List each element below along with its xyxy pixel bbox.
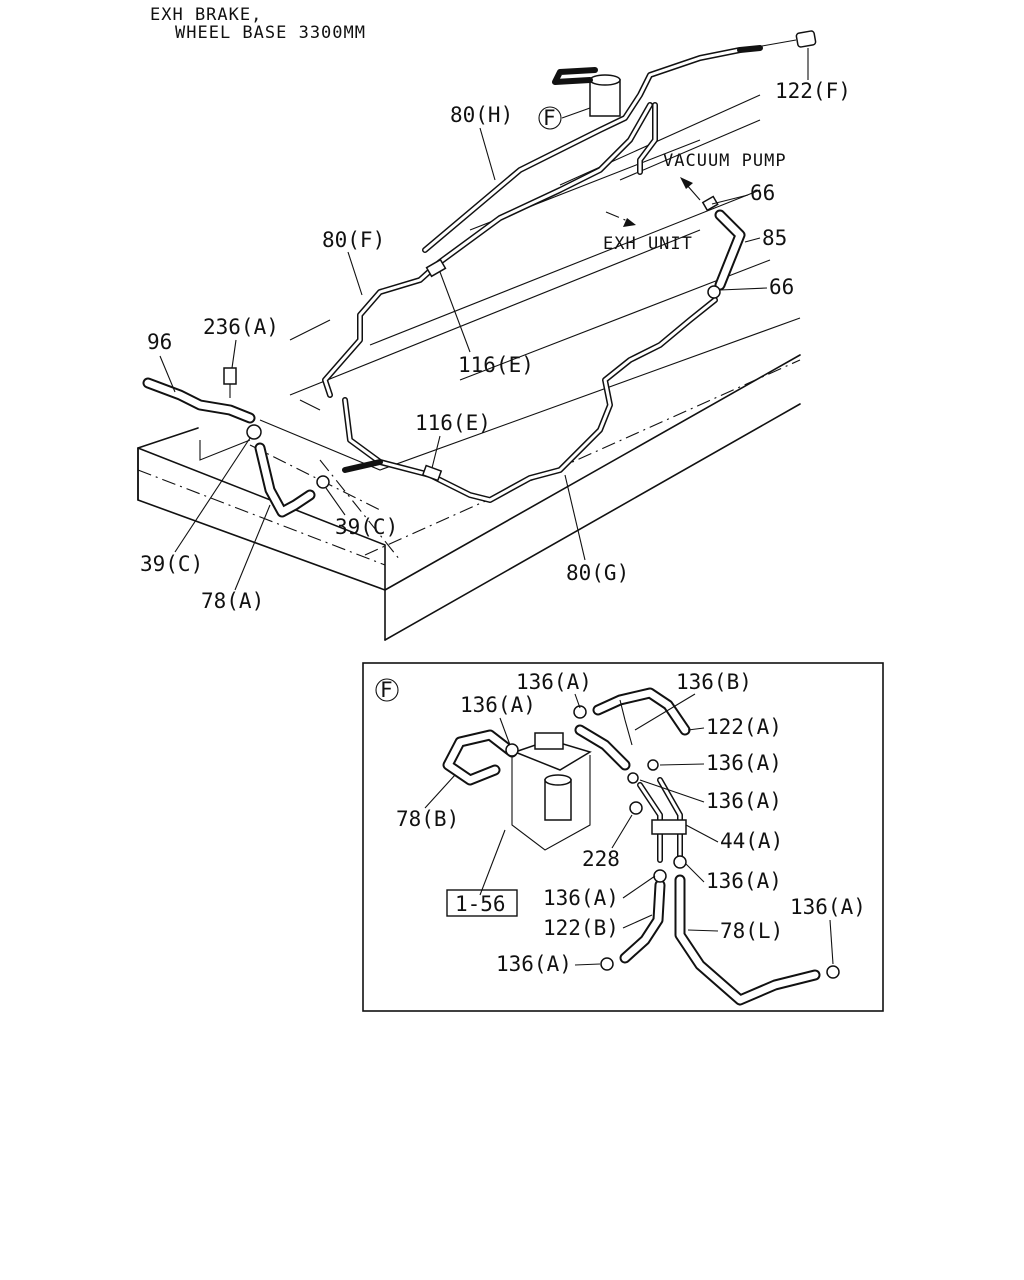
clamp-66-b [707, 285, 721, 299]
leader-80h [479, 127, 496, 181]
label-vacuum-pump: VACUUM PUMP [663, 151, 787, 171]
leader-85 [744, 237, 761, 243]
washer-228 [629, 801, 643, 815]
clamp-136a-5 [673, 855, 687, 869]
detail-label-136b: 136(B) [676, 670, 752, 694]
label-122f: 122(F) [775, 79, 851, 103]
svg-text:F: F [543, 106, 556, 130]
detail-label-136a-right: 136(A) [706, 789, 782, 813]
detail-label-122a: 122(A) [706, 715, 782, 739]
detail-callout-f: F [380, 678, 393, 702]
detail-label-136a-mid: 136(A) [706, 751, 782, 775]
leader-66-b [719, 287, 768, 291]
leader-116e-b [431, 435, 441, 469]
header-line-2: WHEEL BASE 3300MM [175, 23, 366, 43]
clamp-136a-8 [826, 965, 840, 979]
label-80g: 80(G) [566, 561, 629, 585]
hose-122a [574, 687, 691, 771]
hose-122f [761, 30, 817, 48]
label-exh-unit: EXH UNIT [603, 234, 693, 254]
callout-f-upper: F [538, 106, 591, 130]
joint-116e-a [425, 258, 447, 278]
label-39c-right: 39(C) [335, 515, 398, 539]
leader-236a [231, 339, 237, 369]
detail-label-136a-top: 136(A) [516, 670, 592, 694]
tank-upper [552, 67, 621, 117]
hose-78a [254, 442, 316, 518]
bracket-136b [619, 699, 633, 746]
detail-label-122b: 122(B) [543, 916, 619, 940]
clamp-136a-7 [600, 957, 614, 971]
label-80h: 80(H) [450, 103, 513, 127]
leader-80g [564, 474, 586, 561]
joint-116e-b [421, 464, 443, 482]
leader-80f [347, 251, 363, 296]
clamp-136a-6 [653, 869, 667, 883]
clamp-39c-b [316, 475, 330, 489]
tank-1-56: 1-56 [446, 732, 592, 917]
label-66-b: 66 [769, 275, 794, 299]
header-line-1: EXH BRAKE, [150, 5, 262, 25]
clamp-136a-3 [647, 759, 659, 771]
detail-label-136a-left: 136(A) [460, 693, 536, 717]
leader-78a [234, 504, 271, 591]
detail-label-136a-bottom: 136(A) [496, 952, 572, 976]
label-236a: 236(A) [203, 315, 279, 339]
clamp-136a-2 [505, 743, 519, 757]
clamp-66-a [701, 195, 719, 212]
joint-44a [637, 777, 687, 863]
leader-66-a [711, 194, 749, 205]
arrow-vacuum-pump [680, 177, 701, 201]
leader-39c-right [325, 487, 346, 516]
detail-label-78l: 78(L) [720, 919, 783, 943]
hose-78l [674, 874, 821, 1006]
pipe-80h [422, 45, 763, 253]
pipe-exh-unit [342, 102, 658, 473]
leader-96 [159, 355, 176, 393]
label-85: 85 [762, 226, 787, 250]
detail-label-136a-far-right: 136(A) [790, 895, 866, 919]
label-80f: 80(F) [322, 228, 385, 252]
bolt-236a [223, 367, 237, 398]
pipe-80g [342, 297, 718, 503]
clamp-136a-4 [627, 772, 639, 784]
detail-label-228: 228 [582, 847, 620, 871]
detail-label-78b: 78(B) [396, 807, 459, 831]
detail-label-1-56: 1-56 [455, 892, 506, 916]
detail-label-44a: 44(A) [720, 829, 783, 853]
label-116e-b: 116(E) [415, 411, 491, 435]
label-116e-a: 116(E) [458, 353, 534, 377]
arrow-exh-unit [605, 211, 636, 227]
clamp-39c-a [246, 424, 262, 440]
clamp-136a-1 [573, 705, 587, 719]
leader-39c-left [174, 437, 251, 553]
label-39c-left: 39(C) [140, 552, 203, 576]
label-78a: 78(A) [201, 589, 264, 613]
label-96: 96 [147, 330, 172, 354]
hose-122b [619, 879, 666, 964]
detail-label-136a-lower-left: 136(A) [543, 886, 619, 910]
hose-78b [442, 729, 518, 786]
detail-label-136a-lower-right: 136(A) [706, 869, 782, 893]
label-66-a: 66 [750, 181, 775, 205]
detail-f-box: F 1-56 [362, 662, 884, 1012]
leader-116e-a [439, 271, 471, 353]
hose-85 [714, 209, 746, 291]
hose-96 [142, 377, 256, 424]
